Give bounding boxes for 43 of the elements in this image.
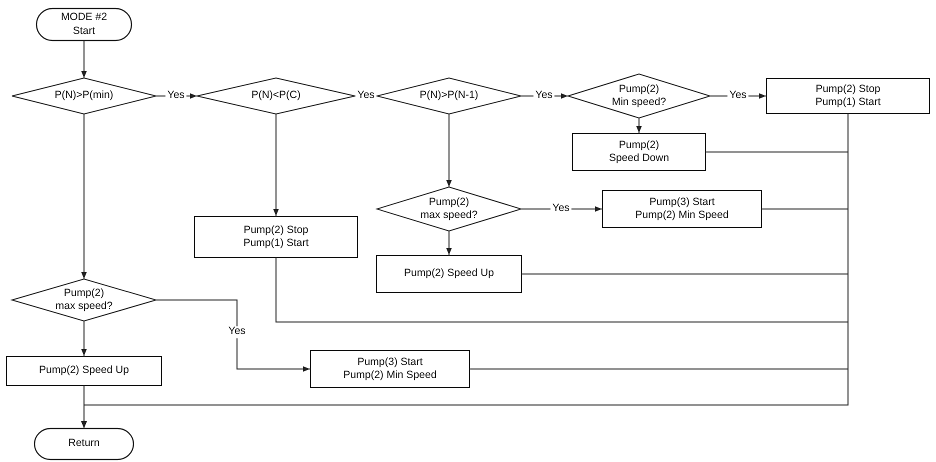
decision-diamond <box>377 187 521 231</box>
decision-diamond <box>377 78 521 114</box>
node-text: P(N)>P(N-1) <box>418 89 480 103</box>
edge-label: Yes <box>355 90 377 102</box>
node-text: Pump(2) Stop Pump(1) Start <box>242 224 310 250</box>
process-box <box>310 350 470 388</box>
node-text: Pump(2) max speed? <box>419 196 479 222</box>
node-text: Pump(2) Speed Down <box>608 138 670 166</box>
node-text: Pump(2) Stop Pump(1) Start <box>814 82 882 110</box>
process-box <box>6 356 162 386</box>
connector-arrow <box>636 118 642 134</box>
process-box <box>602 190 762 228</box>
connector-arrow <box>446 230 452 256</box>
node-text: P(N)>P(min) <box>54 89 114 103</box>
connector-arrow <box>81 114 87 280</box>
node-text: Pump(3) Start Pump(2) Min Speed <box>342 356 438 382</box>
connector-arrow <box>81 40 87 78</box>
connector-arrow <box>273 114 279 216</box>
node-text: Pump(2) Speed Up <box>38 364 130 378</box>
process-box <box>376 255 522 293</box>
connector-arrow <box>520 206 602 212</box>
node-text: Return <box>67 437 101 451</box>
connector-arrow <box>156 93 198 99</box>
process-box <box>766 78 930 114</box>
node-text: MODE #2 Start <box>60 11 108 38</box>
decision-diamond <box>12 78 156 114</box>
node-text: Pump(3) Start Pump(2) Min Speed <box>634 196 730 222</box>
edge-label: Yes <box>226 326 248 338</box>
connector-arrow <box>156 300 310 372</box>
node-text: P(N)<P(C) <box>250 89 302 103</box>
connector-arrow <box>710 93 766 99</box>
decision-diamond <box>12 279 156 321</box>
connector-arrow <box>81 320 87 356</box>
connector-arrow <box>446 114 452 188</box>
process-box <box>194 216 358 258</box>
node-text: Pump(2) Speed Up <box>403 267 495 281</box>
node-text: Pump(2) Min speed? <box>610 82 668 110</box>
connector-arrow <box>520 93 568 99</box>
connector-arrow <box>81 386 87 428</box>
process-box <box>572 133 706 171</box>
decision-diamond <box>197 78 355 114</box>
node-text: Pump(2) max speed? <box>54 286 114 314</box>
decision-diamond <box>568 74 710 118</box>
